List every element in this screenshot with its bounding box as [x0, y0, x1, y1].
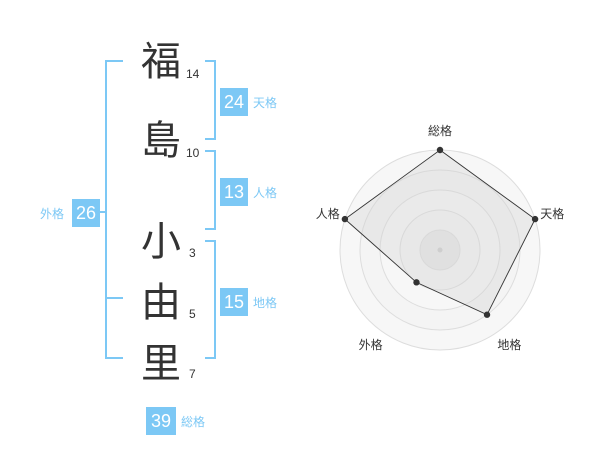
gaikaku-bracket [105, 60, 123, 359]
radar-point-3 [483, 311, 491, 318]
radar-axis-label-5: 人格 [315, 206, 340, 221]
chikaku-label: 地格 [253, 296, 278, 310]
chikaku-value-badge: 15 [220, 288, 248, 316]
stroke-count-4: 5 [189, 307, 196, 321]
tenkaku-value-badge: 24 [220, 88, 248, 116]
radar-axis-label-1: 総格 [428, 124, 453, 138]
name-char-5: 里 [141, 341, 181, 387]
radar-point-2 [531, 215, 539, 223]
name-char-4: 由 [141, 280, 181, 326]
jinkaku-label: 人格 [253, 186, 278, 200]
radar-series-area [344, 149, 536, 316]
gaikaku-bracket-tick [105, 297, 123, 299]
jinkaku-value-badge: 13 [220, 178, 248, 206]
gaikaku-connector [99, 211, 105, 213]
radar-point-4 [413, 279, 420, 286]
stroke-count-5: 7 [189, 367, 196, 381]
stroke-count-3: 3 [189, 246, 196, 260]
name-char-1: 福 [141, 39, 181, 85]
soukaku-value-badge: 39 [146, 407, 176, 435]
stroke-count-1: 14 [186, 67, 200, 81]
stroke-count-2: 10 [186, 146, 200, 160]
gaikaku-label: 外格 [40, 207, 65, 221]
tenkaku-bracket [205, 60, 216, 140]
radar-axis-label-2: 天格 [540, 206, 565, 221]
radar-center-dot [437, 247, 443, 253]
soukaku-label: 総格 [181, 415, 206, 429]
name-char-3: 小 [141, 219, 181, 265]
name-char-2: 島 [141, 118, 181, 164]
jinkaku-bracket [205, 150, 216, 230]
radar-axis-label-4: 外格 [358, 338, 383, 353]
radar-point-5 [341, 215, 349, 223]
radar-axis-label-3: 地格 [497, 338, 522, 353]
tenkaku-label: 天格 [253, 96, 278, 110]
chikaku-bracket [205, 240, 216, 359]
radar-point-1 [436, 146, 444, 154]
gaikaku-value-badge: 26 [72, 199, 100, 227]
